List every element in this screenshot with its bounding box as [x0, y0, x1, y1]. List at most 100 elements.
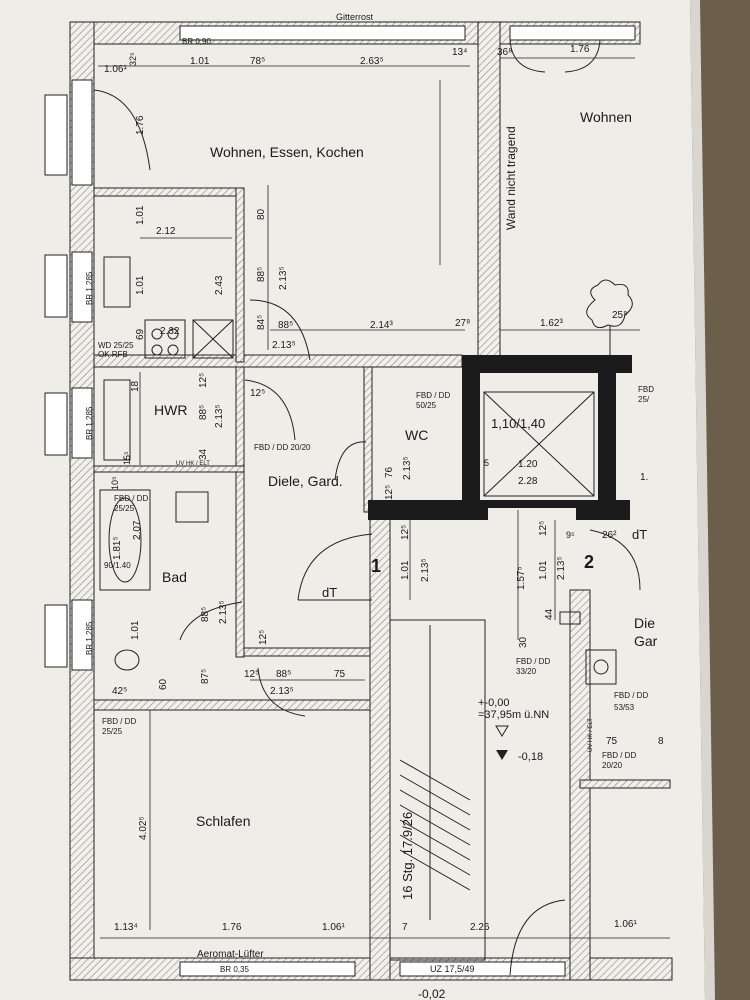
dimension-label: 60	[158, 678, 169, 690]
window-br-a: BR 1,285	[85, 271, 94, 305]
dimension-label: 1.81⁵	[112, 536, 123, 560]
dimension-label: 12⁵	[250, 388, 265, 399]
room-wohnen-right: Wohnen	[580, 109, 632, 125]
window-br-c: BR 1,285	[85, 621, 94, 655]
window-br-bottom: BR 0,35	[220, 965, 249, 974]
dimension-label: 26²	[602, 530, 617, 541]
dimension-label: 34	[198, 448, 209, 460]
fbd-bad-size: 25/25	[114, 504, 135, 513]
shaft	[483, 391, 595, 497]
dimension-lines	[98, 57, 670, 939]
dimension-label: 76	[384, 466, 395, 478]
dimension-label: 1.06¹	[104, 64, 127, 75]
dimension-label: 13⁴	[452, 47, 467, 58]
uv-right-label: UV HK / ELT	[588, 718, 594, 752]
level-bottom: -0,02	[418, 987, 446, 1000]
room-diele-right: Die	[634, 615, 655, 631]
dimension-label: 44	[544, 608, 555, 620]
level-triangle-open	[495, 725, 509, 737]
fixtures	[99, 256, 617, 685]
dimension-label: 5	[484, 458, 489, 468]
wall-note: Wand nicht tragend	[504, 126, 518, 230]
dimension-label: 1.76	[570, 44, 590, 55]
dimension-label: 88⁵	[278, 320, 293, 331]
window-labels: BR 0,90 BR 1,285 BR 1,285 BR 1,285 BR 0,…	[85, 37, 249, 974]
dimension-label: 2.13⁵	[218, 600, 229, 624]
fbd-top-right: FBD	[638, 385, 654, 394]
room-wohnen-essen-kochen: Wohnen, Essen, Kochen	[210, 144, 364, 160]
fbd-bad: FBD / DD	[114, 494, 148, 503]
dimension-label: 2.13⁵	[420, 558, 431, 582]
dimension-label: 75	[334, 669, 346, 680]
window-reveals	[44, 94, 68, 668]
dimension-label: 27⁸	[455, 318, 470, 329]
dimension-label: 69	[135, 328, 146, 340]
dimension-label: 2.28	[518, 476, 538, 487]
stairs	[389, 619, 486, 961]
dimension-label: 12⁵	[400, 525, 411, 540]
door-dt-right: dT	[632, 527, 647, 542]
ok-rfb-label: OK RFB	[98, 350, 128, 359]
dimension-label: 2.14³	[370, 320, 393, 331]
room-bad: Bad	[162, 569, 187, 585]
dimension-label: 2.13⁵	[270, 686, 294, 697]
level-zero: +-0,00	[478, 697, 510, 709]
dimension-label: 12⁵	[384, 485, 395, 500]
dimension-label: 1.06¹	[322, 922, 345, 933]
dimension-label: 88⁵	[200, 607, 211, 622]
window-br-top: BR 0,90	[182, 37, 211, 46]
fbd-top-right-size: 25/	[638, 395, 650, 404]
dimension-label: 1.	[640, 472, 648, 483]
fbd-right2-size: 20/20	[602, 761, 623, 770]
dimension-label: 75	[606, 736, 618, 747]
room-hwr: HWR	[154, 402, 187, 418]
dimension-label: 42⁵	[112, 686, 127, 697]
dimension-label: 12⁵	[258, 630, 269, 645]
dimension-label: 2.32	[160, 326, 180, 337]
dimension-label: 2.63⁵	[360, 56, 384, 67]
fbd-wc2: FBD / DD	[102, 717, 136, 726]
fbd-right-size: 53/53	[614, 703, 635, 712]
fbd-wc: FBD / DD	[416, 391, 450, 400]
shaft-label: 1,10/1,40	[491, 416, 545, 431]
dimension-label: 90/1.40	[104, 561, 131, 570]
dimension-label: 88⁵	[256, 267, 267, 282]
dimension-label: 37⁵	[600, 459, 615, 470]
wd-label: WD 25/25	[98, 341, 134, 350]
dimension-label: 32⁵	[128, 52, 138, 66]
dimension-label: 2.43	[214, 275, 225, 295]
room-labels: Wohnen, Essen, Kochen Wohnen HWR WC Diel…	[154, 109, 658, 829]
dimension-label: 12⁵	[244, 669, 259, 680]
room-wc: WC	[405, 427, 428, 443]
unit-1: 1	[371, 556, 381, 576]
fbd-stair: FBD / DD	[516, 657, 550, 666]
fbd-labels: FBD / DD 50/25 FBD / DD 20/20 FBD / DD 2…	[102, 385, 654, 770]
dimension-label: 2.26	[470, 922, 490, 933]
dimension-label: 2.13⁵	[402, 456, 413, 480]
door-swings	[93, 39, 641, 976]
fbd-wc2-size: 25/25	[102, 727, 123, 736]
level-nn: =37,95m ü.NN	[478, 709, 549, 721]
fbd-stair-size: 33/20	[516, 667, 537, 676]
dimension-label: 18	[130, 380, 141, 392]
dimension-label: 36⁸	[497, 47, 512, 58]
dimension-label: 25⁸	[612, 310, 627, 321]
fbd-hwr: FBD / DD 20/20	[254, 443, 311, 452]
room-garderobe-right: Gar	[634, 633, 658, 649]
dimension-label: 1.01	[400, 560, 411, 580]
dimension-labels: 1.06¹ 32⁵ 1.01 78⁵ 2.63⁵ 13⁴ 36⁸ 1.76 1.…	[104, 44, 664, 933]
dimension-label: 1.01	[538, 560, 549, 580]
dimension-label: 80	[256, 208, 267, 220]
dimension-label: 12⁵	[538, 521, 549, 536]
dimension-label: 1.76	[222, 922, 242, 933]
fbd-wc-size: 50/25	[416, 401, 437, 410]
dimension-label: 30	[518, 636, 529, 648]
dimension-label: 78⁵	[250, 56, 265, 67]
interior-walls	[93, 187, 671, 789]
unit-2: 2	[584, 552, 594, 572]
dimension-label: 1.62³	[540, 318, 563, 329]
dimension-label: 2.13⁵	[278, 266, 289, 290]
dimension-label: 2.13⁵	[272, 340, 296, 351]
aeromat-label: Aeromat-Lüfter	[197, 949, 264, 960]
dimension-label: 87⁵	[200, 669, 211, 684]
